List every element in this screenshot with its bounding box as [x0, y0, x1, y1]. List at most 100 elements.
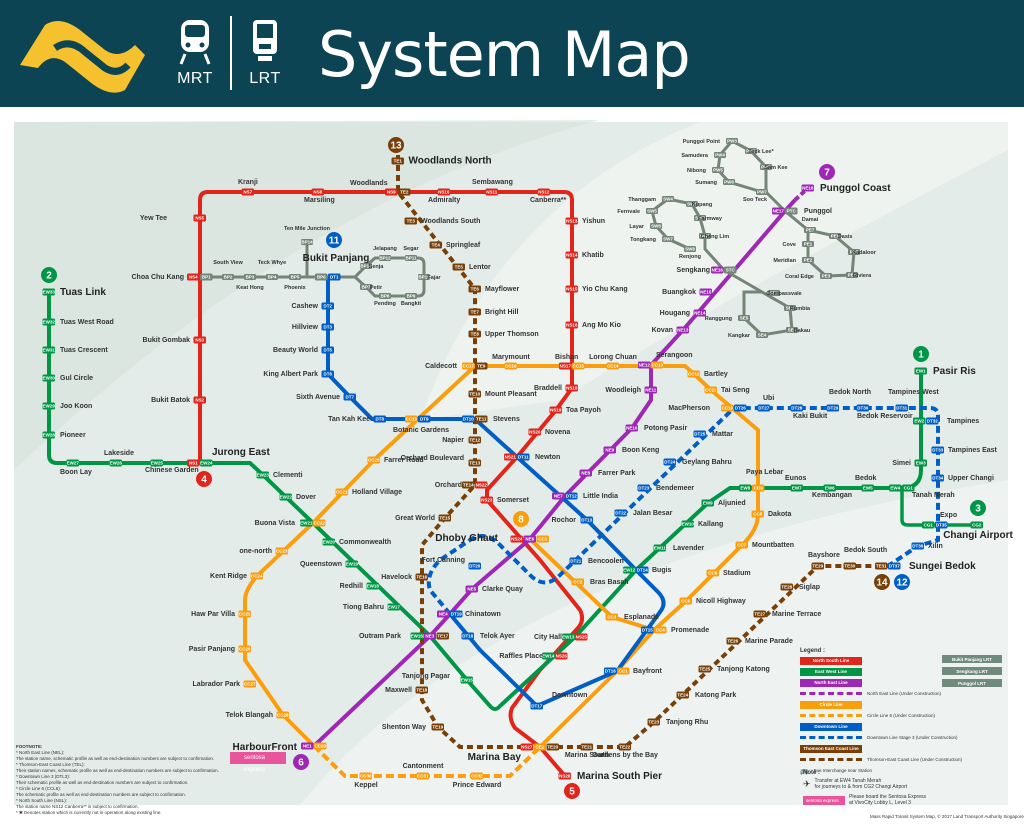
- station-little-india[interactable]: NE7DT12Little India: [552, 492, 618, 501]
- station-bishan[interactable]: NS17CC15Bishan: [555, 354, 585, 370]
- station-tiong-bahru[interactable]: EW17Tiong Bahru: [343, 603, 400, 612]
- station-bedok-north[interactable]: DT29Bedok North: [826, 389, 872, 412]
- lrt-station-sam-kee[interactable]: PW1Sam Kee: [760, 164, 788, 171]
- station-braddell[interactable]: NS18Braddell: [534, 384, 578, 393]
- station-tanah-merah[interactable]: EW4CG1Tanah Merah: [889, 484, 955, 500]
- station-ubi[interactable]: DT27Ubi: [757, 395, 775, 412]
- station-marymount[interactable]: CC16Marymount: [492, 354, 531, 370]
- station-yew-tee[interactable]: NS5Yew Tee: [140, 214, 206, 223]
- station-tanjong-pagar[interactable]: EW15Tanjong Pagar: [402, 673, 473, 684]
- station-siglap[interactable]: TE28Siglap: [780, 583, 821, 592]
- station-bukit-panjang[interactable]: BP6DT1Bukit Panjang: [303, 253, 370, 281]
- station-cashew[interactable]: DT2Cashew: [292, 302, 334, 311]
- station-keppel[interactable]: CC30Keppel: [354, 772, 378, 790]
- station-bayfront[interactable]: DT16CC1Bayfront: [604, 667, 662, 676]
- station-shenton-way[interactable]: TE19Shenton Way: [382, 723, 444, 732]
- station-havelock[interactable]: TE16Havelock: [381, 573, 428, 582]
- station-bukit-gombak[interactable]: NS3Bukit Gombak: [143, 336, 206, 345]
- station-maxwell[interactable]: TE18Maxwell: [385, 686, 428, 695]
- station-farrer-road[interactable]: CC20Farrer Road: [367, 456, 424, 465]
- lrt-station-south-view[interactable]: BP2South View: [213, 260, 243, 280]
- station-yio-chu-kang[interactable]: NS15Yio Chu Kang: [565, 285, 628, 294]
- station-mountbatten[interactable]: CC7Mountbatten: [735, 541, 795, 550]
- station-marina-bay[interactable]: NS27CE2TE20Marina Bay: [468, 743, 559, 764]
- station-harbourfront[interactable]: NE1CC29HarbourFront: [233, 742, 327, 753]
- station-bright-hill[interactable]: TE7Bright Hill: [468, 308, 519, 317]
- lrt-station-ten-mile-junction[interactable]: BP14Ten Mile Junction: [284, 226, 331, 245]
- station-promenade[interactable]: DT15CC4Promenade: [641, 626, 709, 635]
- station-jurong-east[interactable]: NS1EW24Jurong East: [187, 447, 270, 467]
- station-khatib[interactable]: NS14Khatib: [565, 251, 604, 260]
- station-kovan[interactable]: NE13Kovan: [652, 326, 689, 335]
- station-canberra-[interactable]: NS12Canberra**: [530, 188, 566, 205]
- station-marine-terrace[interactable]: TE27Marine Terrace: [753, 610, 822, 619]
- lrt-station-samudera[interactable]: PW4Samudera: [681, 152, 726, 159]
- station-sixth-avenue[interactable]: DT7Sixth Avenue: [296, 393, 356, 402]
- station-bukit-batok[interactable]: NS2Bukit Batok: [151, 396, 206, 405]
- station-rochor[interactable]: DT13Rochor: [552, 516, 594, 525]
- station-caldecott[interactable]: CC17TE9Caldecott: [425, 362, 488, 371]
- lrt-station-bakau[interactable]: SE3Bakau: [786, 327, 810, 334]
- station-joo-koon[interactable]: EW29Joo Koon: [42, 402, 93, 411]
- station-paya-lebar[interactable]: EW8CC9Paya Lebar: [739, 469, 784, 492]
- station-changi-airport[interactable]: CG2Changi Airport: [943, 521, 1013, 542]
- lrt-station-kangkar[interactable]: SE4Kangkar: [728, 332, 768, 339]
- lrt-station-rumbia[interactable]: SE2Rumbia: [784, 305, 811, 312]
- station-holland-village[interactable]: CC21Holland Village: [335, 488, 403, 497]
- lrt-station-cove[interactable]: PE1Cove: [783, 241, 814, 248]
- station-buangkok[interactable]: NE15Buangkok: [662, 288, 712, 297]
- lrt-station-bangkit[interactable]: BP9Bangkit: [401, 293, 421, 307]
- station-dover[interactable]: EW22Dover: [279, 493, 317, 502]
- station-nicoll-highway[interactable]: CC5Nicoll Highway: [679, 597, 746, 606]
- station-serangoon[interactable]: NE12CC13Serangoon: [638, 352, 693, 369]
- station-orchard[interactable]: TE14NS22Orchard: [435, 481, 488, 490]
- station-raffles-place[interactable]: EW14NS26Raffles Place: [499, 652, 568, 661]
- station-aljunied[interactable]: EW9Aljunied: [701, 499, 746, 508]
- station-bayshore[interactable]: TE29Bayshore: [808, 552, 840, 570]
- lrt-station-riviera[interactable]: PE4Riviera: [846, 272, 872, 279]
- station-expo[interactable]: CG1DT35Expo: [922, 512, 957, 529]
- station-potong-pasir[interactable]: NE10Potong Pasir: [625, 424, 688, 433]
- station-mount-pleasant[interactable]: TE10Mount Pleasant: [468, 390, 538, 399]
- station-admiralty[interactable]: NS10Admiralty: [428, 188, 460, 205]
- lrt-station-ranggung[interactable]: SE5Ranggung: [705, 315, 750, 322]
- station-dhoby-ghaut[interactable]: NS24NE6CC1Dhoby Ghaut: [435, 533, 549, 544]
- station-boon-lay[interactable]: EW27Boon Lay: [60, 459, 92, 477]
- station-marina-south[interactable]: TE21Marina South: [565, 743, 609, 760]
- station-woodlands-north[interactable]: TE1Woodlands North: [391, 156, 492, 167]
- lrt-station-senja[interactable]: BP13Senja: [360, 263, 384, 270]
- station-bedok-south[interactable]: TE30Bedok South: [843, 547, 888, 570]
- station-buona-vista[interactable]: EW21CC22Buona Vista: [255, 519, 326, 528]
- station-tampines-west[interactable]: DT31Tampines West: [888, 389, 939, 412]
- station-king-albert-park[interactable]: DT6King Albert Park: [263, 370, 334, 379]
- station-dakota[interactable]: CC8Dakota: [751, 510, 792, 519]
- lrt-station-soo-teck[interactable]: PW7Soo Teck: [743, 189, 768, 203]
- station-botanic-gardens[interactable]: CC19DT9Botanic Gardens: [393, 415, 449, 435]
- lrt-station-layar[interactable]: SW6Layar: [629, 223, 662, 230]
- lrt-station-pending[interactable]: BP8Pending: [374, 293, 396, 307]
- lrt-station-coral-edge[interactable]: PE3Coral Edge: [785, 273, 832, 280]
- lrt-station-fernvale[interactable]: SW5Fernvale: [617, 208, 658, 215]
- lrt-station-farmway[interactable]: SW2Farmway: [694, 215, 723, 222]
- lrt-station-oasis[interactable]: PE6Oasis: [829, 233, 852, 240]
- station-boon-keng[interactable]: NE9Boon Keng: [603, 446, 660, 455]
- station-sengkang[interactable]: NE16STCSengkang: [677, 266, 737, 275]
- station-xilin[interactable]: DT36Xilin: [911, 542, 943, 551]
- station-gul-circle[interactable]: EW30Gul Circle: [42, 374, 94, 383]
- station-city-hall[interactable]: EW13NS25City Hall: [534, 633, 588, 642]
- station-clarke-quay[interactable]: NE5Clarke Quay: [465, 585, 523, 594]
- station-great-world[interactable]: TE15Great World: [395, 514, 451, 523]
- station-labrador-park[interactable]: CC27Labrador Park: [193, 680, 256, 689]
- lrt-station-cheng-lim[interactable]: SW1Cheng Lim: [699, 233, 729, 240]
- station-bedok-reservoir[interactable]: DT30Bedok Reservoir: [856, 404, 913, 421]
- station-bartley[interactable]: CC12Bartley: [687, 370, 728, 379]
- station-one-north[interactable]: CC23one-north: [239, 547, 288, 556]
- station-redhill[interactable]: EW18Redhill: [340, 582, 380, 591]
- station-hougang[interactable]: NE14Hougang: [660, 309, 706, 318]
- station-kent-ridge[interactable]: CC24Kent Ridge: [210, 572, 263, 581]
- station-upper-thomson[interactable]: TE8Upper Thomson: [468, 330, 539, 339]
- station-punggol[interactable]: NE17PTCPunggol: [772, 207, 832, 216]
- lrt-station-tongkang[interactable]: SW7Tongkang: [630, 236, 674, 243]
- station-somerset[interactable]: NS23Somerset: [480, 496, 530, 505]
- station-tanjong-rhu[interactable]: TE23Tanjong Rhu: [647, 718, 709, 727]
